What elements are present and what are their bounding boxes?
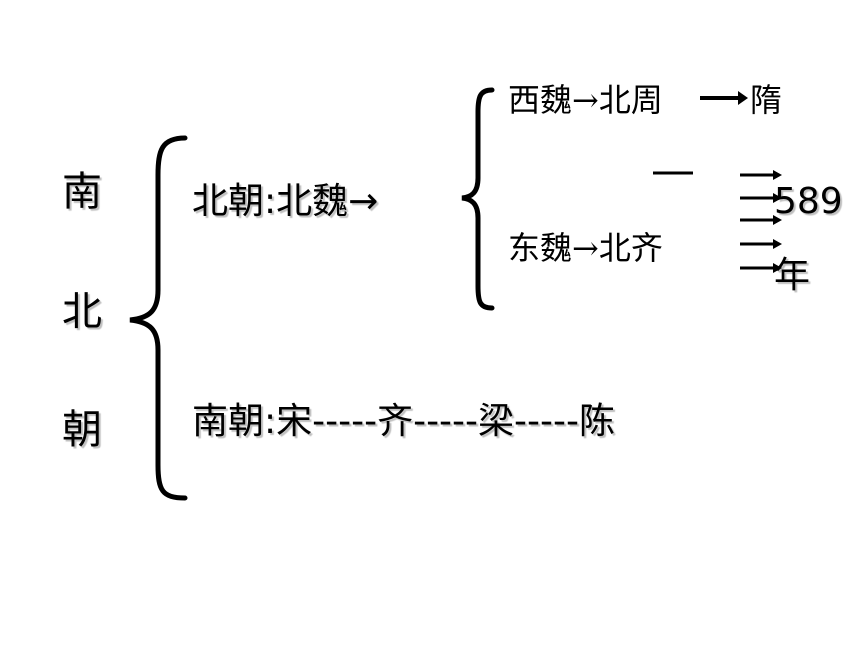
year-unit: 年 bbox=[774, 255, 811, 296]
arrow-to-sui bbox=[700, 91, 748, 105]
north-dynasties-label: 北朝:北魏→ bbox=[192, 181, 379, 222]
south-dynasties-label: 南朝:宋-----齐-----梁-----陈 bbox=[192, 401, 615, 442]
title-char-chao: 朝 bbox=[62, 407, 102, 453]
sui-text: 隋 bbox=[750, 81, 783, 119]
title-char-bei: 北 bbox=[62, 289, 102, 335]
upper-branch-text: 西魏→北周 bbox=[508, 81, 663, 119]
title-char-nan: 南 bbox=[62, 169, 102, 215]
main-curly-brace bbox=[129, 135, 188, 501]
year-number: 589 bbox=[774, 181, 843, 222]
lower-branch-text: 东魏→北齐 bbox=[508, 229, 663, 267]
sub-curly-brace bbox=[461, 87, 495, 311]
stacked-arrows bbox=[740, 170, 782, 273]
